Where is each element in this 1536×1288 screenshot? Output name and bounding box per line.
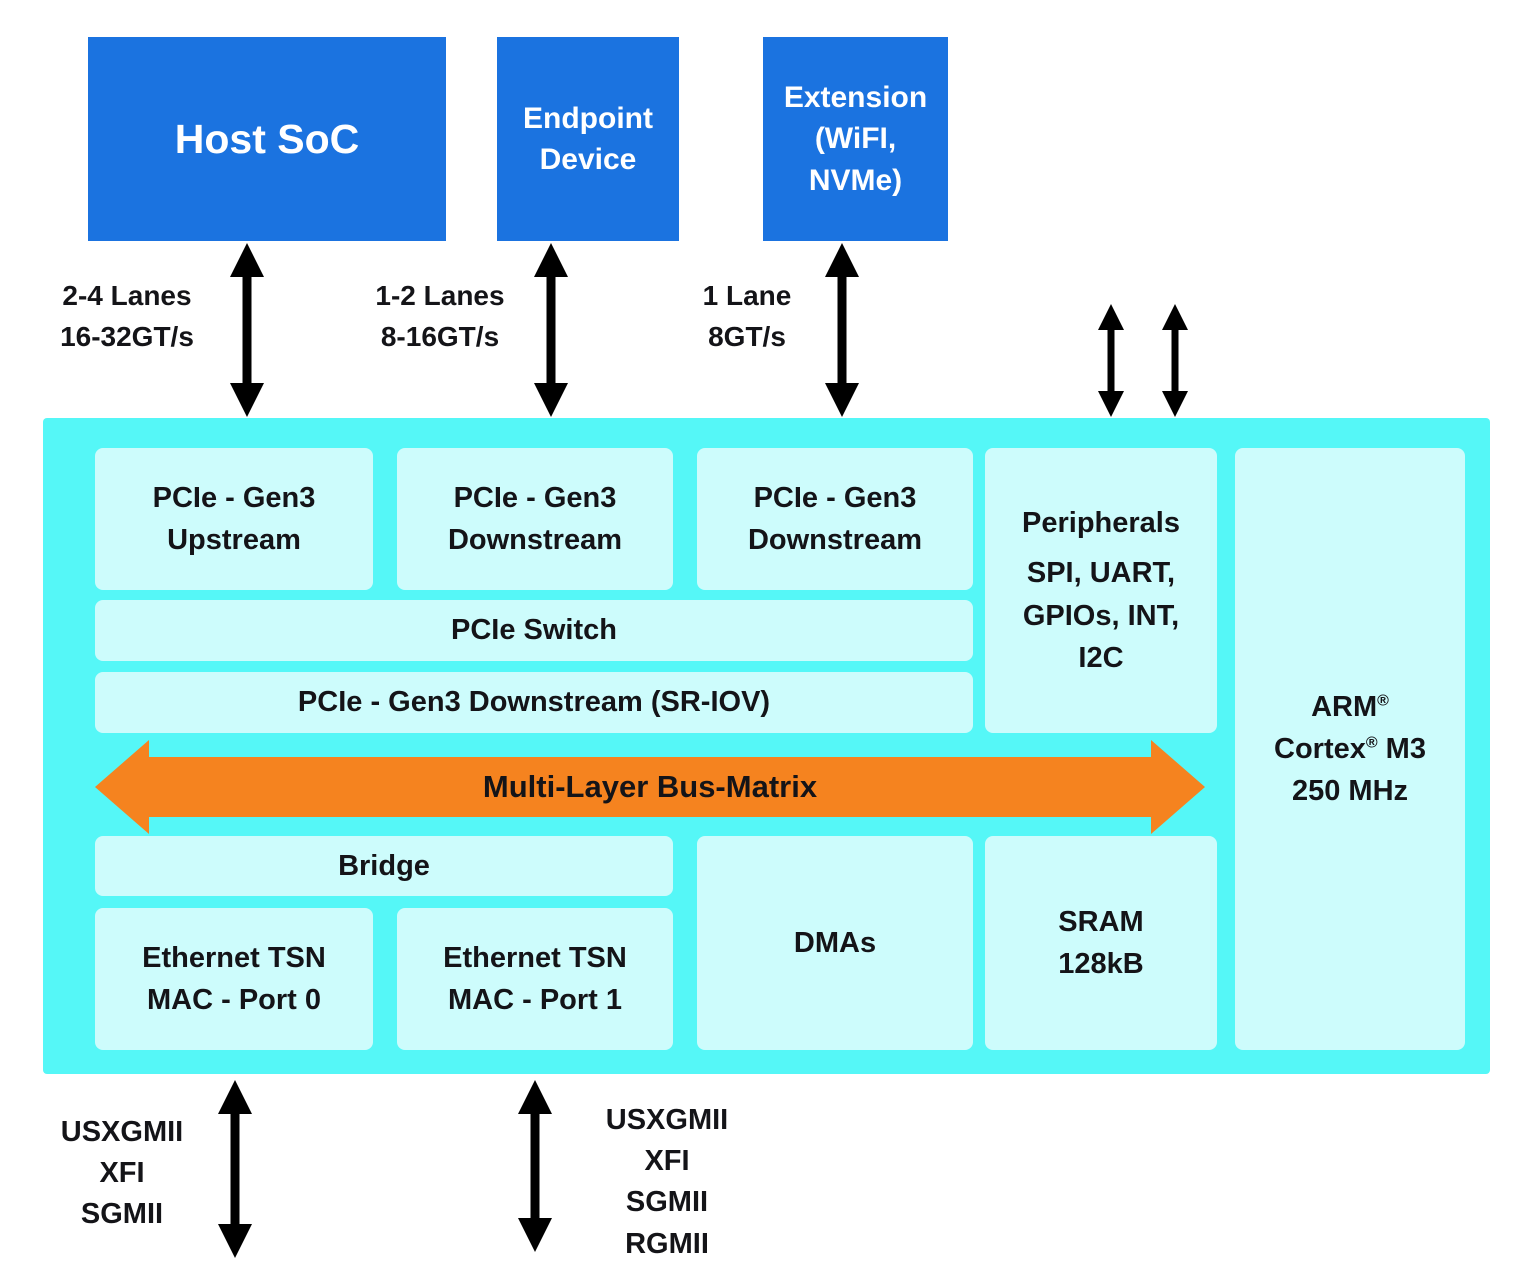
endpoint-link-double-arrow-icon (533, 243, 569, 417)
arrowhead-down (218, 1224, 252, 1258)
arrow-shaft (1107, 324, 1115, 397)
block-pcie-downstream-2-label: PCIe - Gen3 Downstream (747, 481, 923, 556)
pcie-link-label-host: 2-4 Lanes 16-32GT/s (60, 280, 194, 352)
arrow-shaft (546, 269, 556, 391)
bus-arrow-shaft (147, 757, 1153, 817)
block-pcie-switch-label: PCIe Switch (451, 614, 617, 647)
bus-matrix-label: Multi-Layer Bus-Matrix (482, 769, 818, 804)
block-dmas: DMAs (697, 836, 973, 1050)
block-ethernet-port0-label: Ethernet TSN MAC - Port 0 (142, 941, 326, 1016)
block-bridge-label: Bridge (338, 849, 430, 882)
host-link-double-arrow-icon (229, 243, 265, 417)
block-pcie-downstream-2: PCIe - Gen3 Downstream (697, 448, 973, 590)
arrow-shaft (1171, 324, 1179, 397)
bus-arrowhead-left (95, 740, 149, 834)
block-endpoint-device: Endpoint Device (497, 37, 679, 241)
pcie-link-label-extension: 1 Lane 8GT/s (702, 280, 792, 352)
peripheral-link-double-arrow-icon-2 (1161, 304, 1189, 417)
ethernet-interfaces-label-port1: USXGMII XFI SGMII RGMII (605, 1104, 729, 1260)
arrow-shaft (530, 1106, 540, 1226)
block-ethernet-port0: Ethernet TSN MAC - Port 0 (95, 908, 373, 1050)
arrowhead-down (1162, 391, 1188, 417)
block-pcie-upstream-label: PCIe - Gen3 Upstream (152, 481, 316, 556)
arrow-shaft (230, 1106, 240, 1232)
block-dmas-label: DMAs (793, 926, 877, 959)
ethernet-port1-double-arrow-icon (517, 1080, 553, 1252)
block-peripherals: Peripherals SPI, UART, GPIOs, INT, I2C (985, 448, 1217, 733)
arrow-shaft (837, 269, 847, 391)
block-pcie-downstream-sriov-label: PCIe - Gen3 Downstream (SR-IOV) (297, 686, 771, 719)
block-pcie-downstream-sriov: PCIe - Gen3 Downstream (SR-IOV) (95, 672, 973, 733)
block-pcie-switch: PCIe Switch (95, 600, 973, 661)
arrowhead-down (825, 383, 859, 417)
arrowhead-down (230, 383, 264, 417)
ethernet-port0-double-arrow-icon (217, 1080, 253, 1258)
block-pcie-upstream: PCIe - Gen3 Upstream (95, 448, 373, 590)
arrowhead-down (1098, 391, 1124, 417)
soc-container: PCIe - Gen3 Upstream PCIe - Gen3 Downstr… (43, 418, 1490, 1074)
block-sram: SRAM 128kB (985, 836, 1217, 1050)
pcie-link-label-endpoint: 1-2 Lanes 8-16GT/s (375, 280, 505, 352)
block-pcie-downstream-1: PCIe - Gen3 Downstream (397, 448, 673, 590)
peripheral-link-double-arrow-icon-1 (1097, 304, 1125, 417)
block-extension-label: Extension (WiFI, NVMe) (783, 80, 928, 197)
block-pcie-downstream-1-label: PCIe - Gen3 Downstream (447, 481, 623, 556)
block-bridge: Bridge (95, 836, 673, 896)
block-sram-label: SRAM 128kB (1058, 905, 1144, 980)
block-extension: Extension (WiFI, NVMe) (763, 37, 948, 241)
block-arm-core: ARM® Cortex® M3 250 MHz (1235, 448, 1465, 1050)
block-endpoint-device-label: Endpoint Device (523, 101, 653, 176)
arrow-shaft (242, 269, 252, 391)
block-host-soc-label: Host SoC (174, 115, 360, 162)
extension-link-double-arrow-icon (824, 243, 860, 417)
arrowhead-down (518, 1218, 552, 1252)
block-arm-core-label: ARM® Cortex® M3 250 MHz (1274, 690, 1426, 808)
block-peripherals-list: SPI, UART, GPIOs, INT, I2C (1022, 557, 1180, 674)
arrowhead-down (534, 383, 568, 417)
block-ethernet-port1: Ethernet TSN MAC - Port 1 (397, 908, 673, 1050)
block-ethernet-port1-label: Ethernet TSN MAC - Port 1 (443, 941, 627, 1016)
block-peripherals-title: Peripherals (1022, 507, 1180, 540)
ethernet-interfaces-label-port0: USXGMII XFI SGMII (60, 1116, 184, 1231)
block-host-soc: Host SoC (88, 37, 446, 241)
bus-arrowhead-right (1151, 740, 1205, 834)
bus-matrix-double-arrow: Multi-Layer Bus-Matrix (95, 740, 1205, 834)
